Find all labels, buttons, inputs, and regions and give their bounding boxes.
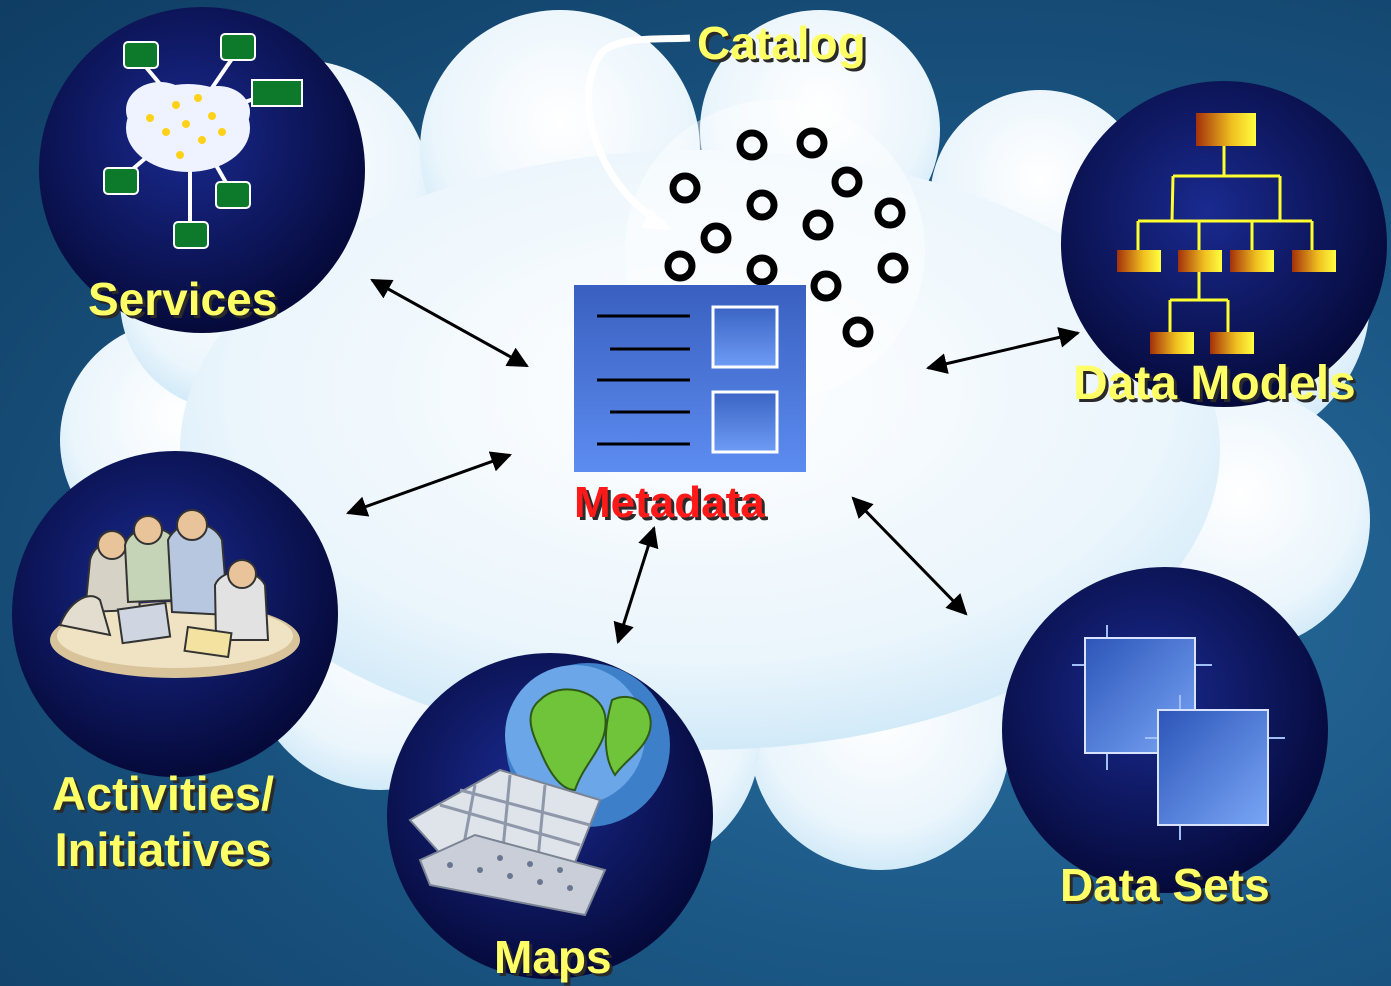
org-chart-icon (1117, 113, 1336, 354)
activities-label-line1: Activities/ (52, 767, 275, 820)
maps-label: Maps (494, 931, 612, 983)
catalog-items (664, 127, 909, 348)
data-sets-label: Data Sets (1060, 859, 1270, 911)
catalog-item-ring (796, 127, 828, 159)
connector-data-models (925, 327, 1081, 374)
data-sets-node (1002, 567, 1328, 893)
catalog-item-ring (874, 197, 906, 229)
catalog-item-ring (700, 222, 732, 254)
connector-maps (613, 525, 659, 645)
catalog-curve-arrow (584, 34, 691, 229)
catalog-item-ring (669, 172, 701, 204)
activities-label: Activities/ Initiatives (52, 766, 274, 878)
catalog-item-ring (746, 189, 778, 221)
maps-node (387, 653, 713, 979)
catalog-item-ring (810, 270, 842, 302)
catalog-item-ring (664, 250, 696, 282)
metadata-label: Metadata (574, 478, 765, 527)
connector-data-sets (851, 496, 968, 616)
people-meeting-icon (50, 509, 300, 678)
globe-map-icon (408, 663, 670, 917)
connectors (346, 278, 1081, 645)
connector-activities (346, 451, 512, 517)
metadata-document-icon (574, 285, 806, 472)
catalog-item-ring (746, 254, 778, 286)
catalog-item-ring (877, 252, 909, 284)
catalog-item-ring (842, 316, 874, 348)
data-models-node (1061, 81, 1387, 407)
activities-node (12, 451, 338, 777)
catalog-item-ring (831, 166, 863, 198)
catalog-item-ring (736, 129, 768, 161)
catalog-label: Catalog (697, 17, 866, 69)
catalog-item-ring (802, 209, 834, 241)
connector-services (370, 278, 529, 368)
services-node (39, 7, 365, 333)
catalog-curve-arrowhead (642, 208, 672, 230)
overlapping-frames-icon (1072, 625, 1285, 840)
services-label: Services (88, 273, 278, 325)
data-models-label: Data Models (1073, 357, 1356, 410)
network-cloud-icon (103, 33, 303, 249)
activities-label-line2: Initiatives (54, 823, 272, 876)
